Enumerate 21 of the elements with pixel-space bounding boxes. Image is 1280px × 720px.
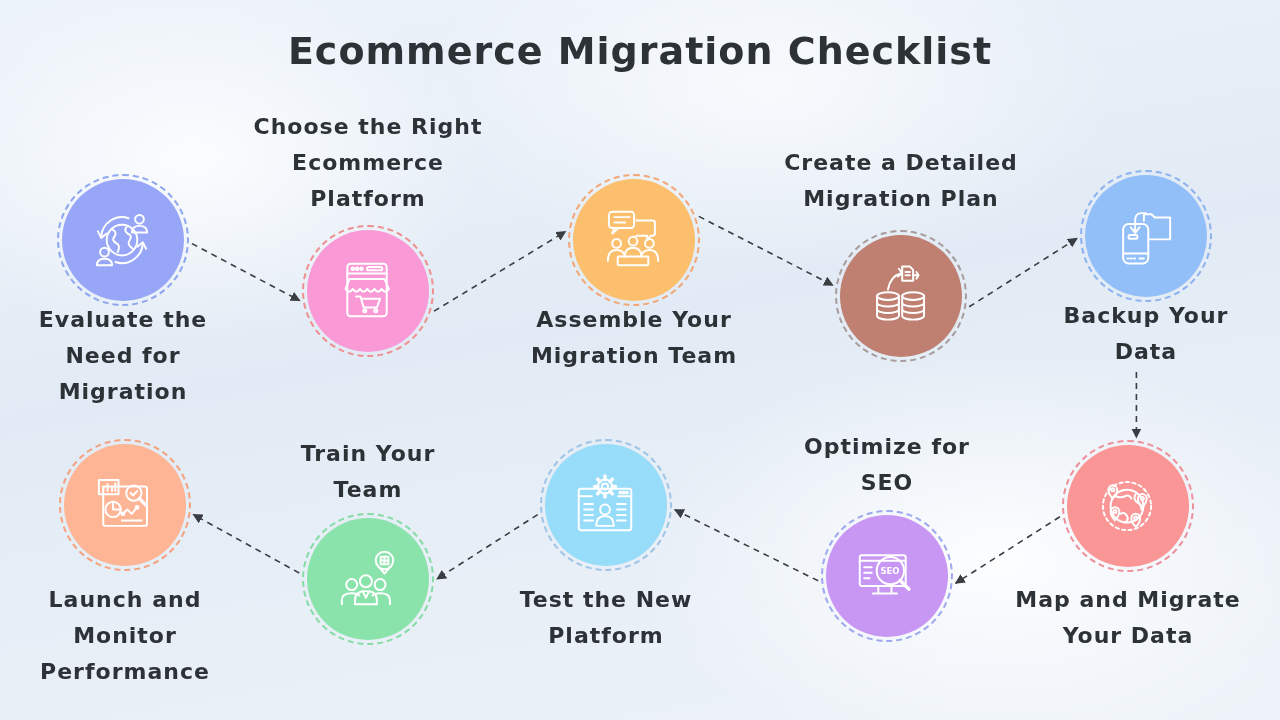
dashed-arrow [433,230,567,312]
dashed-arrow [191,242,301,302]
step-label: Evaluate the Need for Migration [38,307,208,404]
step-label: Train Your Team [300,441,436,502]
dashed-arrow [954,516,1061,584]
step-label: Backup Your Data [1063,303,1229,364]
step-label: Assemble Your Migration Team [530,307,738,368]
step-label: Create a Detailed Migration Plan [784,150,1018,211]
diagram-title: Ecommerce Migration Checklist [287,28,993,75]
step-label: Choose the Right Ecommerce Platform [253,114,483,211]
step-label: Optimize for SEO [804,434,970,495]
step-label: Launch and Monitor Performance [40,587,210,684]
dashed-arrow [673,509,819,582]
dashed-arrow [968,237,1078,308]
dashed-arrow [436,513,539,580]
lens-text: SEO [880,565,900,576]
dashed-arrow [192,513,301,574]
dashed-arrow [1131,371,1142,439]
step-label: Test the New Platform [519,587,693,648]
step-label: Map and Migrate Your Data [1015,587,1241,648]
dashed-arrow [698,215,834,286]
